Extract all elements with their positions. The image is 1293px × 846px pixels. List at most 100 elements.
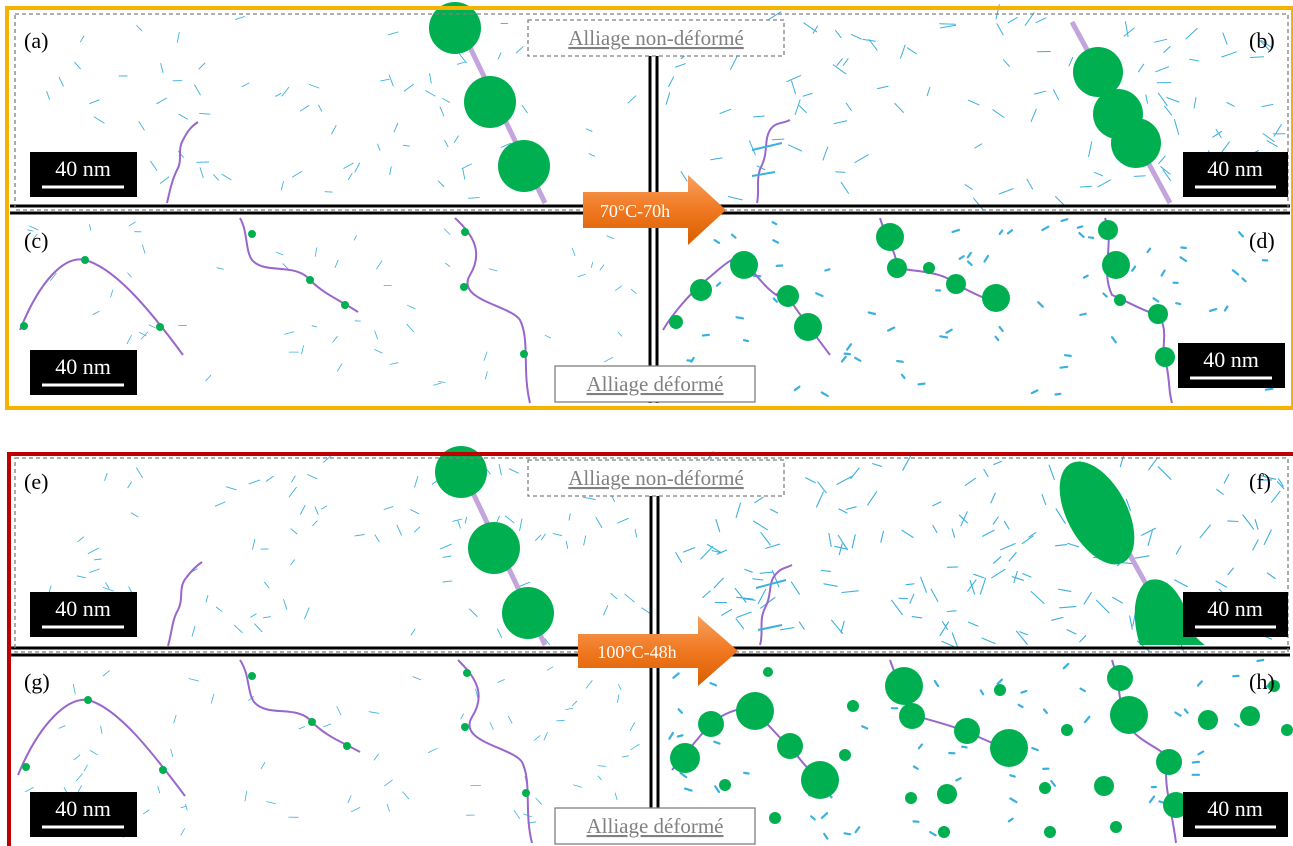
cluster-dash (719, 108, 732, 114)
cluster-dash (1259, 474, 1277, 480)
cluster-dash (521, 104, 528, 114)
panel-label-f: (f) (1249, 469, 1271, 494)
cluster-dash (861, 725, 869, 730)
cluster-dash (130, 512, 139, 518)
cluster-dash (1145, 94, 1148, 104)
cluster-dash (706, 543, 723, 554)
cluster-dash (1191, 760, 1201, 764)
cluster-dash (573, 784, 582, 788)
cluster-dash (771, 569, 780, 588)
cluster-dash (1164, 105, 1172, 116)
cluster-dash (1157, 92, 1168, 107)
cluster-dash (180, 828, 186, 836)
cluster-dash (1008, 551, 1017, 562)
cluster-dash (460, 713, 464, 720)
cluster-dash (73, 754, 81, 761)
cluster-dash (771, 221, 778, 226)
precipitate (460, 283, 468, 291)
cluster-dash (442, 98, 451, 103)
cluster-dash (410, 628, 416, 636)
cluster-dash (1249, 56, 1264, 58)
precipitate (341, 301, 349, 309)
cluster-dash (824, 268, 831, 272)
cluster-dash (1068, 56, 1074, 67)
svg-text:40 nm: 40 nm (1207, 156, 1263, 181)
cluster-dash (1015, 630, 1028, 645)
cluster-dash (822, 146, 829, 161)
cluster-dash (772, 297, 779, 303)
cluster-dash (1252, 539, 1259, 551)
cluster-dash (498, 463, 502, 476)
cluster-dash (1058, 588, 1072, 592)
cluster-dash (1030, 108, 1037, 122)
cluster-dash (1160, 166, 1171, 175)
cluster-dash (877, 85, 889, 90)
cluster-dash (159, 176, 170, 184)
scale-bar-d: 40 nm (1178, 343, 1285, 388)
cluster-dash (210, 693, 215, 704)
cluster-dash (80, 35, 85, 43)
cluster-dash (790, 581, 800, 595)
cluster-dash (72, 684, 76, 695)
cluster-dash (469, 608, 478, 617)
cluster-dash (1030, 591, 1045, 605)
cluster-dash (823, 583, 838, 587)
cluster-dash (1231, 269, 1240, 276)
cluster-dash (606, 235, 615, 240)
cluster-dash (457, 520, 461, 529)
cluster-dash (1079, 687, 1087, 693)
cluster-dash (760, 532, 771, 546)
cluster-dash (307, 474, 318, 480)
cluster-dash (74, 61, 81, 70)
cluster-dash (128, 221, 136, 227)
cluster-dash (188, 678, 200, 682)
precipitate (464, 76, 516, 128)
undeformed-label: Alliage non-déformé (568, 26, 744, 50)
cluster-dash (221, 173, 232, 181)
cluster-dash (624, 593, 635, 603)
cluster-dash (1242, 514, 1255, 530)
cluster-dash (1079, 312, 1087, 316)
cluster-dash (1124, 21, 1129, 38)
cluster-dash (786, 75, 802, 83)
cluster-dash (1270, 490, 1281, 503)
cluster-dash (157, 785, 161, 794)
cluster-dash (604, 356, 614, 363)
precipitate (520, 350, 528, 358)
cluster-dash (683, 787, 693, 792)
precipitate (461, 723, 469, 731)
cluster-dash (771, 138, 785, 141)
cluster-dash (24, 787, 34, 793)
cluster-dash (833, 120, 848, 125)
cluster-dash (374, 330, 379, 340)
cluster-dash (75, 773, 83, 782)
cluster-dash (896, 359, 904, 363)
cluster-dash (1163, 46, 1171, 53)
cluster-dash (252, 538, 256, 550)
svg-text:40 nm: 40 nm (55, 796, 111, 821)
cluster-dash (376, 260, 383, 270)
cluster-dash (743, 598, 756, 601)
cluster-dash (983, 468, 989, 478)
cluster-dash (909, 593, 915, 604)
precipitate (1039, 782, 1051, 794)
cluster-dash (1112, 596, 1123, 604)
cluster-dash (891, 599, 903, 616)
cluster-dash (713, 239, 721, 244)
cluster-dash (281, 86, 290, 97)
dislocation-line (17, 698, 186, 797)
cluster-dash (138, 121, 145, 131)
cluster-dash (461, 163, 472, 170)
precipitate (522, 789, 530, 797)
cluster-dash (1087, 236, 1095, 239)
cluster-dash (198, 62, 206, 70)
cluster-dash (748, 140, 756, 156)
cluster-dash (964, 477, 977, 486)
cluster-dash (1262, 133, 1275, 143)
cluster-dash (265, 475, 274, 482)
cluster-dash (76, 575, 86, 579)
precipitate (498, 140, 550, 192)
cluster-dash (1221, 51, 1237, 58)
cluster-dash (1196, 680, 1203, 687)
cluster-dash (757, 624, 783, 631)
